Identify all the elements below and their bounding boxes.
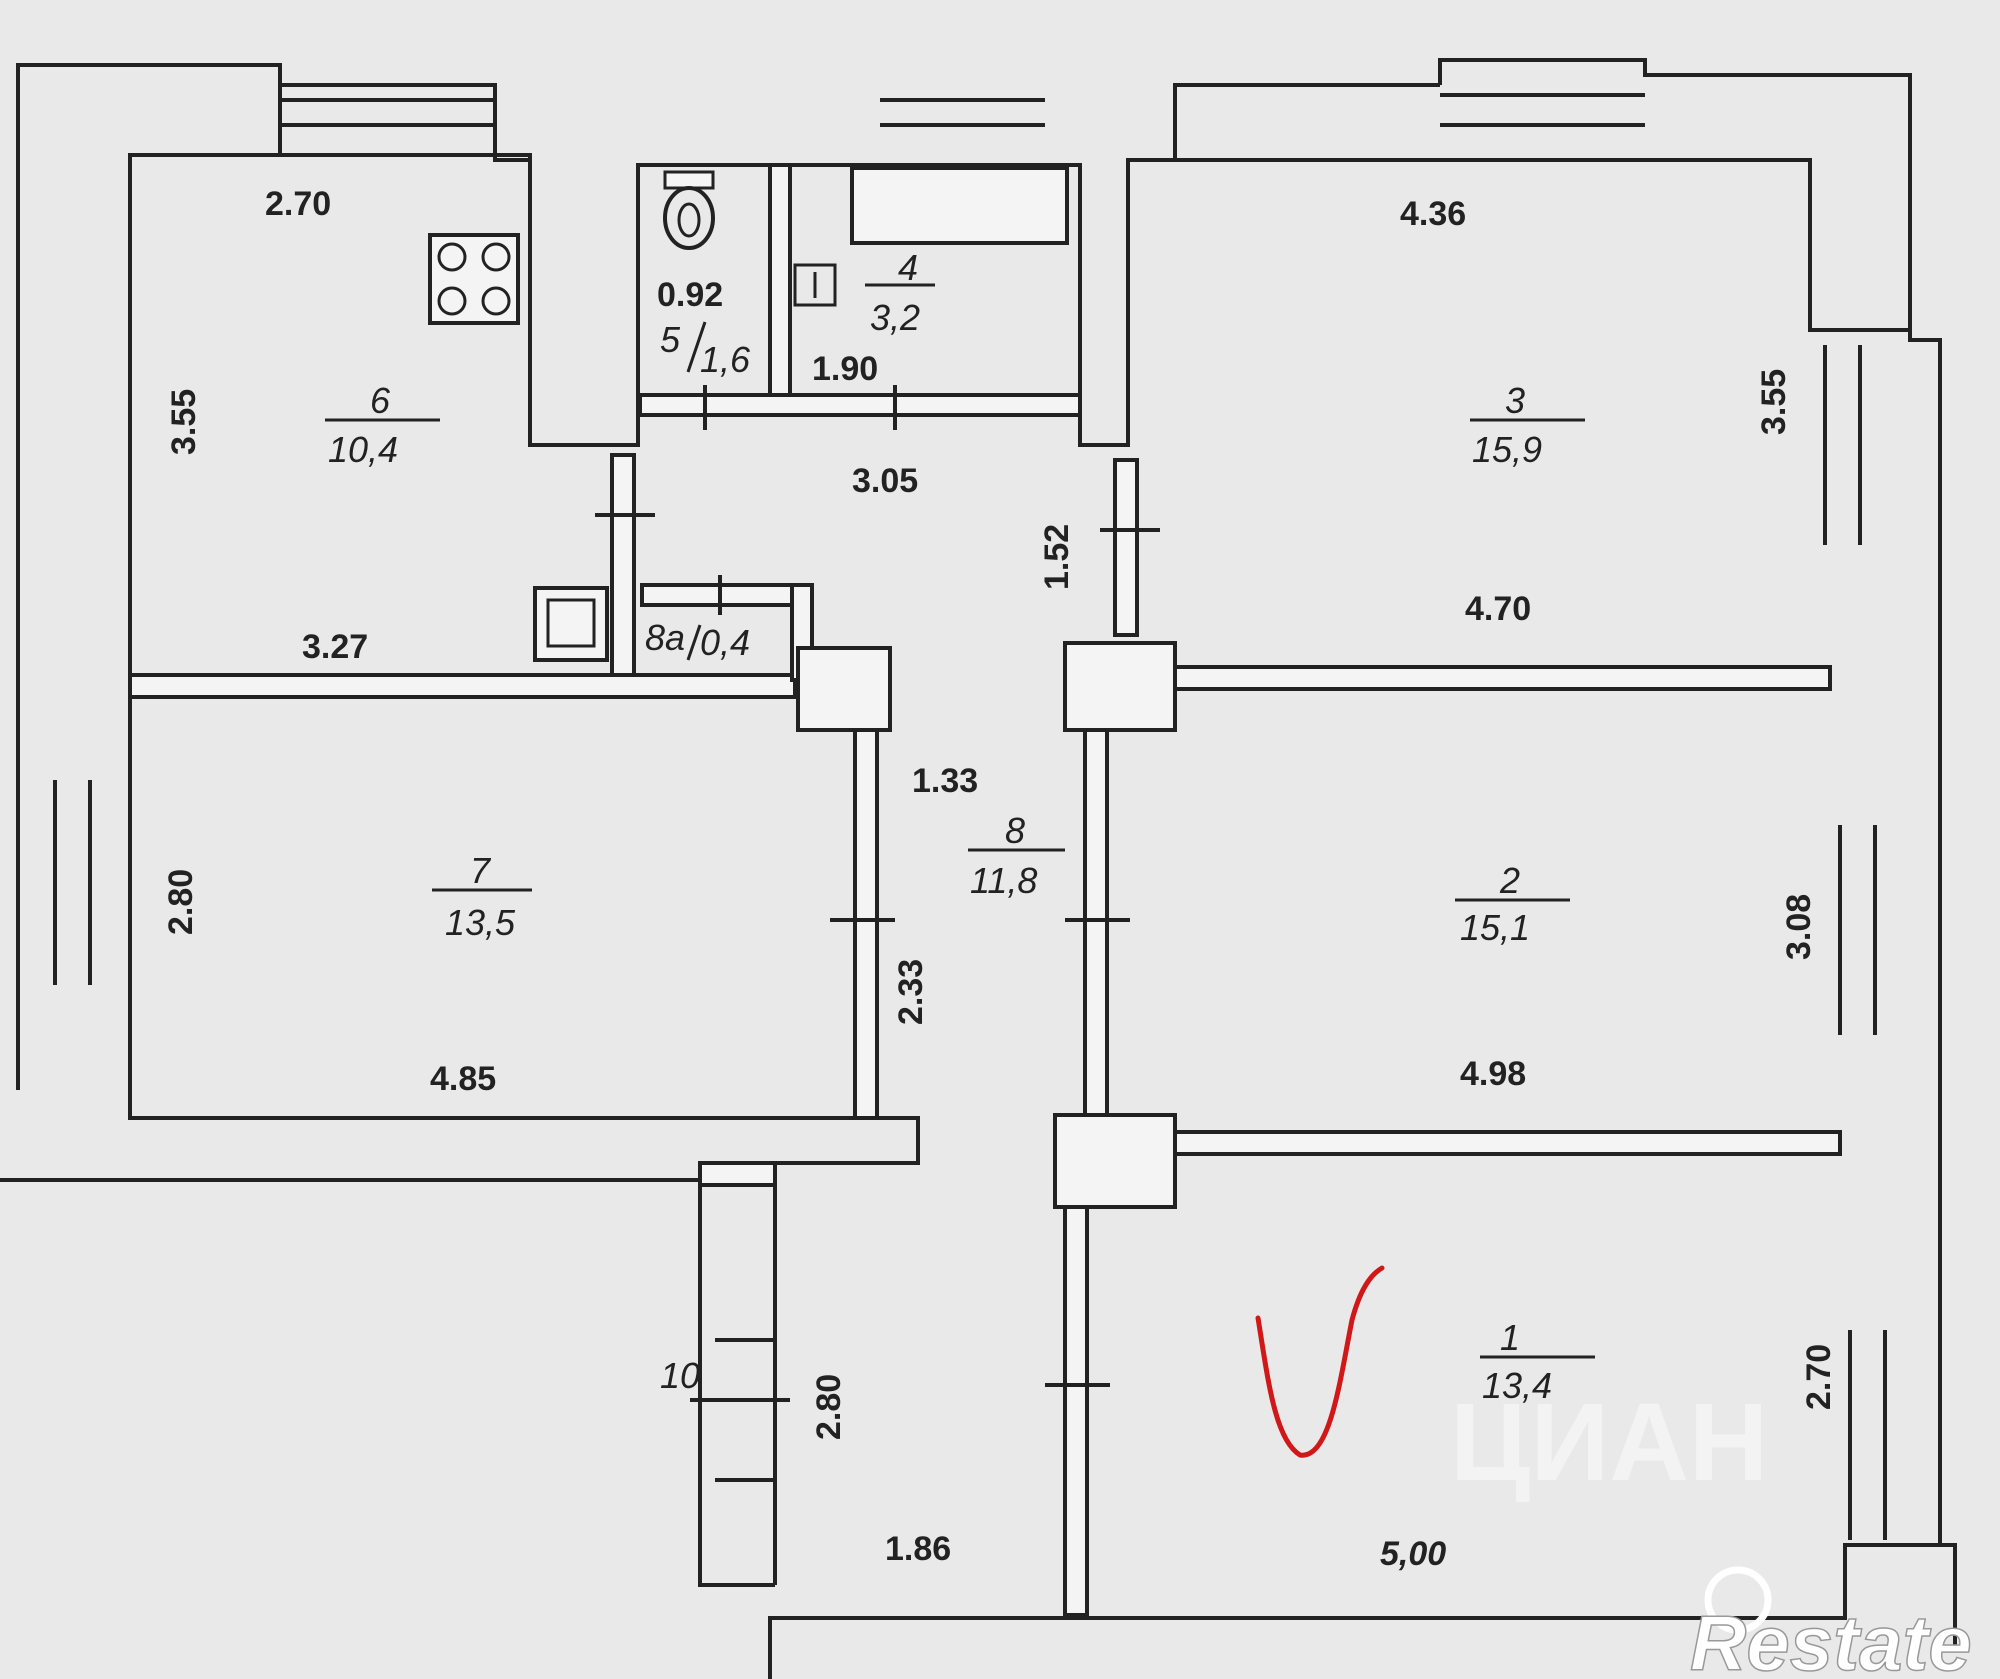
outer-wall-bottom [768,1543,1940,1679]
check-mark [1255,1265,1385,1458]
room-7-area: 13,5 [445,902,516,943]
room-4-area: 3,2 [870,297,920,338]
outer-walls [0,58,1957,1679]
window-room-2-right [1838,825,1877,1035]
cian-watermark: ЦИАН [1450,1381,1768,1504]
restate-watermark: Restate [1690,1599,1972,1679]
inner-wall-left [130,153,640,447]
bathtub-icon [850,166,1069,245]
room-8a-area: 0,4 [700,622,750,663]
dimension-label: 4.70 [1465,590,1531,628]
room-labels: 1 13,4 2 15,1 3 15,9 4 3,2 5 1,6 6 10,4 … [328,247,1552,1406]
partition-8-2 [1083,728,1109,1120]
room-2-number: 2 [1499,860,1520,901]
toilet-icon [663,170,715,250]
window-room-3-right [1823,345,1862,545]
sink-icon [533,586,609,662]
partition-3-2 [1173,665,1832,691]
partition-wc-bath [768,163,792,397]
partition-6-8 [610,453,636,677]
window-room-6 [280,98,495,127]
washbasin-icon [793,263,837,307]
outer-wall-stair-left [698,1180,775,1587]
column-stair [698,1161,777,1187]
room-2-area: 15,1 [1460,907,1530,948]
window-stair [715,1338,775,1482]
room-5-number: 5 [660,319,681,360]
window-room-3-top [1440,93,1645,127]
dimension-label: 2.33 [892,959,930,1025]
partition-6-7 [128,673,797,699]
dimension-label: 0.92 [657,276,723,314]
area-fraction-lines [325,283,1595,1359]
door-markers [595,385,1160,1402]
restate-logo: Restate [1689,1566,1973,1679]
dimension-label: 1.86 [885,1530,951,1568]
windows [53,93,1887,1540]
column-upper-right [1063,641,1177,732]
inner-wall-right [1175,158,1910,332]
dimension-label: 3.55 [1755,369,1793,435]
room-10-number: 10 [660,1355,700,1396]
room-6-number: 6 [370,380,391,421]
window-room-7-left [53,780,92,985]
column-upper-left [796,646,892,732]
window-room-1-right [1848,1330,1887,1540]
window-bathroom [880,98,1045,127]
dimension-label: 5,00 [1380,1535,1446,1573]
dimension-label: 1.90 [812,350,878,388]
partition-2-1 [1173,1130,1842,1156]
fixtures [428,166,1069,662]
dimension-label: 1.52 [1038,524,1076,590]
dimension-label: 3.27 [302,628,368,666]
column-lower-right [1053,1113,1177,1209]
outer-wall-right [1438,58,1957,1650]
dimension-label: 3.08 [1780,894,1818,960]
dimension-label: 4.98 [1460,1055,1526,1093]
dimension-label: 1.33 [912,762,978,800]
room-3-area: 15,9 [1472,429,1542,470]
room-1-area: 13,4 [1482,1365,1552,1406]
room-8-area: 11,8 [970,860,1037,901]
outer-wall-left [16,63,920,1585]
room-5-area: 1,6 [700,339,751,380]
dimension-label: 4.36 [1400,195,1466,233]
outer-wall-top-left [278,65,1440,447]
partition-bath-hall [638,393,1082,417]
room-6-area: 10,4 [328,429,398,470]
room-3-number: 3 [1505,380,1525,421]
partition-7-8 [853,728,879,1120]
dimension-label: 2.70 [1800,1344,1838,1410]
partition-8-1 [1063,1203,1089,1617]
room-8a-number: 8a [645,617,685,658]
dimension-label: 3.55 [165,389,203,455]
dimension-label: 2.70 [265,185,331,223]
interior-walls [128,163,1842,1617]
dimension-label: 2.80 [162,869,200,935]
partition-8-3 [1113,458,1139,637]
dimension-labels: 2.70 3.55 3.27 0.92 1.90 3.05 1.52 4.36 … [162,185,1838,1573]
room-7-number: 7 [470,850,492,891]
stove-icon [428,233,520,325]
dimension-label: 4.85 [430,1060,496,1098]
dimension-label: 3.05 [852,462,918,500]
room-4-number: 4 [898,247,918,288]
partition-closet [640,583,814,607]
room-8-number: 8 [1005,810,1025,851]
dimension-label: 2.80 [810,1374,848,1440]
room-1-number: 1 [1500,1317,1520,1358]
